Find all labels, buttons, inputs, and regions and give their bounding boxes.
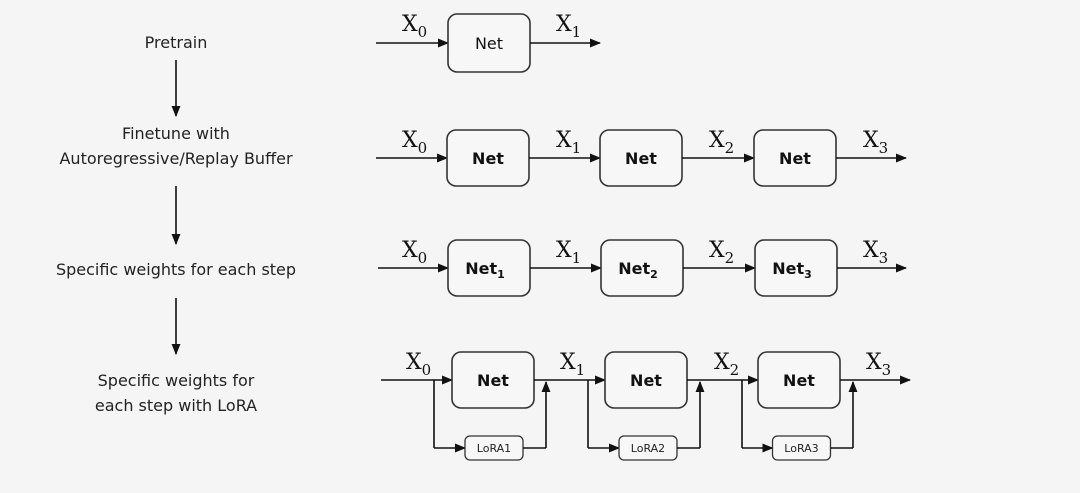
net-block: Net1 [447,239,531,297]
variable-x2: X2 [709,238,734,267]
net-block: Net [451,351,535,409]
pipeline-rows: X0NetX1X0NetX1NetX2NetX3X0Net1X1Net2X2Ne… [376,12,912,461]
net-label: Net2 [618,259,658,281]
variable-x2: X2 [709,128,734,157]
stage-label-finetune: Autoregressive/Replay Buffer [59,149,292,168]
stage-label-lora: each step with LoRA [95,396,257,415]
lora-branch-3: LoRA3 [741,380,858,461]
net-label: Net3 [772,259,812,281]
lora-label: LoRA1 [477,442,511,455]
stage-label-specific: Specific weights for each step [56,260,296,279]
lora-label: LoRA3 [784,442,818,455]
net-block: Net3 [754,239,838,297]
net-label: Net1 [465,259,505,281]
net-label: Net [477,371,509,390]
lora-branch-2: LoRA2 [587,380,705,461]
variable-x3: X3 [863,128,888,157]
net-label: Net [630,371,662,390]
net-label: Net [475,34,503,53]
stage-label-finetune: Finetune with [122,124,230,143]
net-block: Net [757,351,841,409]
net-label: Net [625,149,657,168]
variable-x1: X1 [560,350,585,379]
variable-x0: X0 [402,128,427,157]
net-block: Net [447,13,531,73]
net-block: Net [599,129,683,187]
stage-label-pretrain: Pretrain [145,33,208,52]
variable-x2: X2 [714,350,739,379]
variable-x0: X0 [402,238,427,267]
net-label: Net [472,149,504,168]
variable-x0: X0 [402,12,427,41]
variable-x1: X1 [556,128,581,157]
lora-label: LoRA2 [631,442,665,455]
net-block: Net [604,351,688,409]
variable-x0: X0 [406,350,431,379]
net-label: Net [779,149,811,168]
net-block: Net [753,129,837,187]
stage-label-lora: Specific weights for [98,371,255,390]
lora-branch-1: LoRA1 [433,380,551,461]
variable-x3: X3 [866,350,891,379]
variable-x3: X3 [863,238,888,267]
net-label: Net [783,371,815,390]
variable-x1: X1 [556,12,581,41]
variable-x1: X1 [556,238,581,267]
net-block: Net2 [600,239,684,297]
net-block: Net [446,129,530,187]
